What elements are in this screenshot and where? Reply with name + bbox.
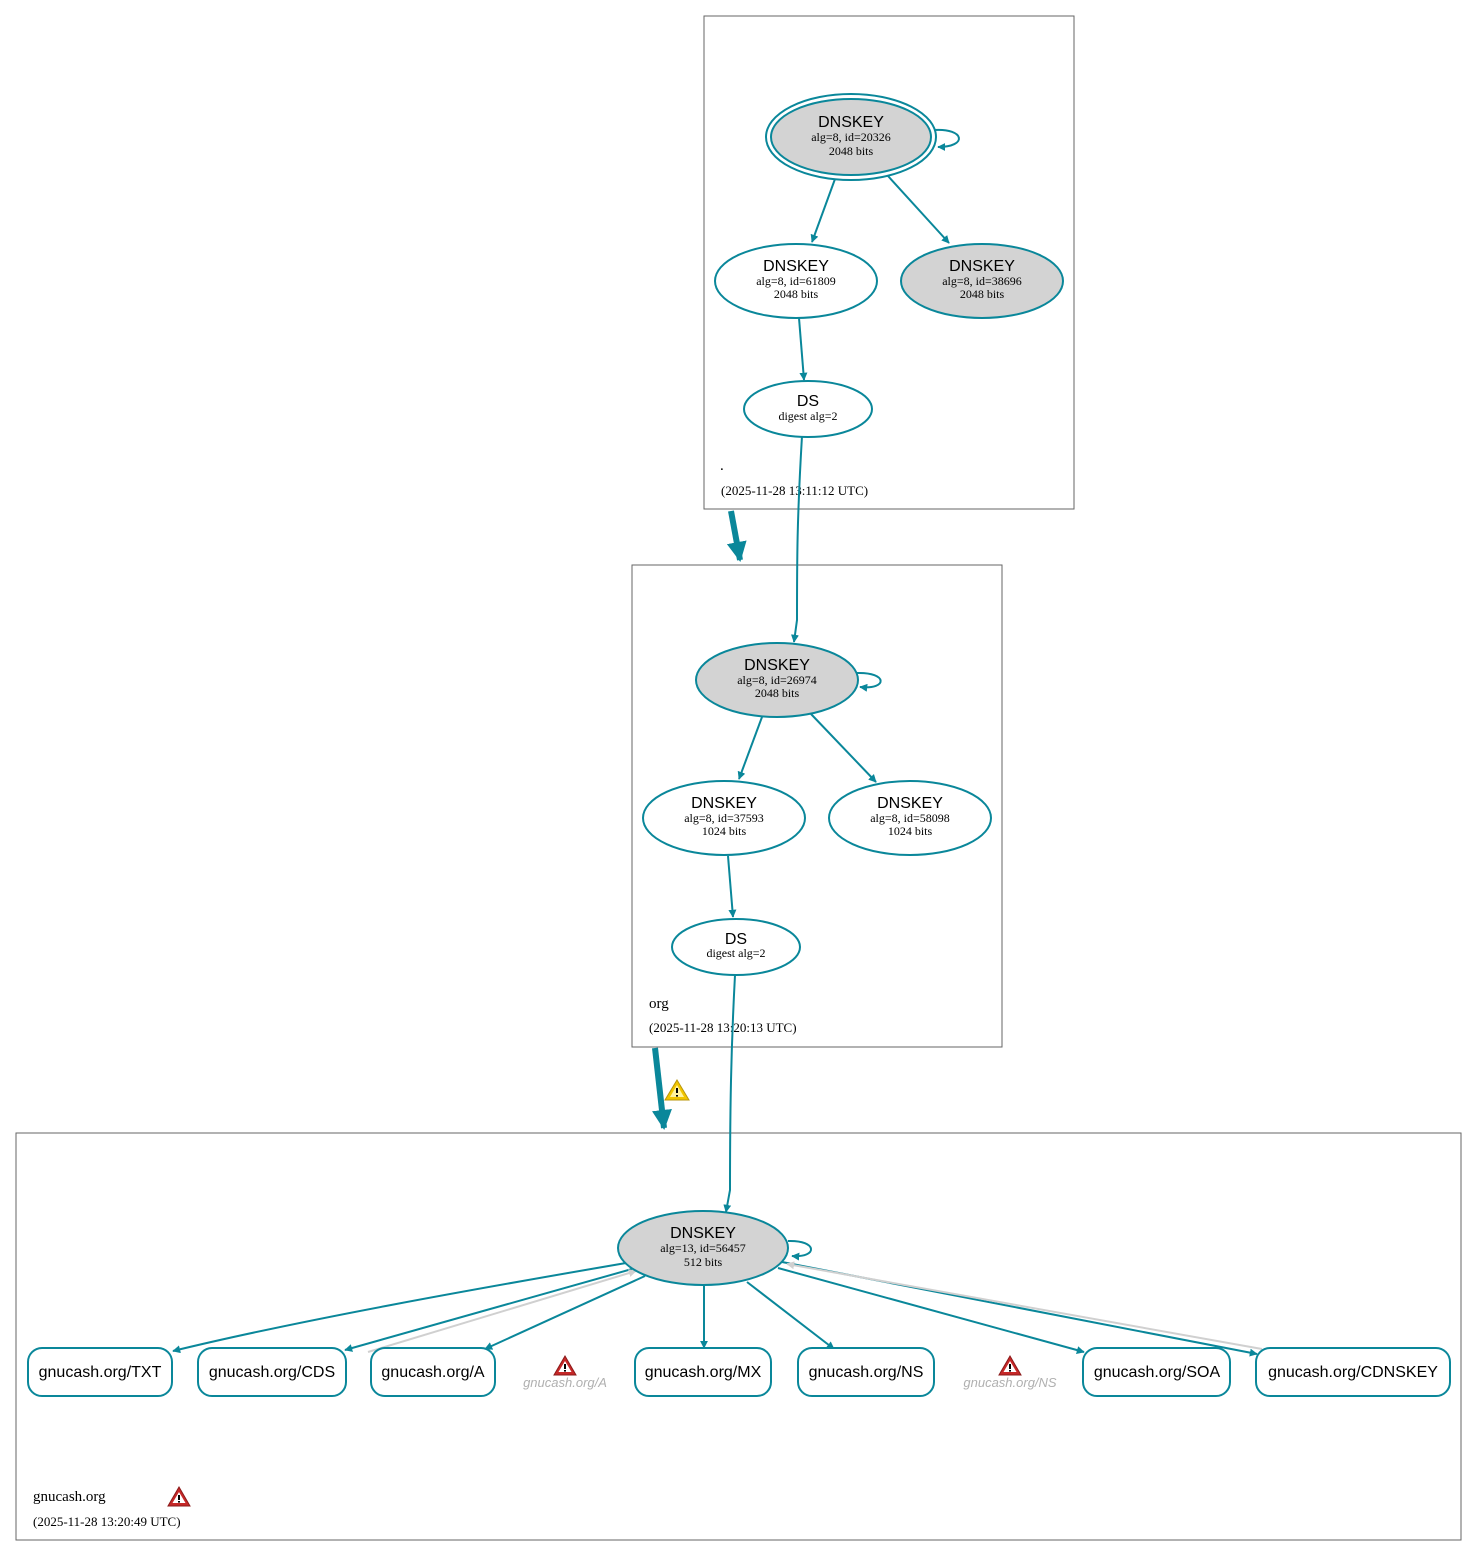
- dnskey-node-56457[interactable]: DNSKEY alg=13, id=56457 512 bits: [617, 1210, 789, 1286]
- node-size: 2048 bits: [960, 287, 1005, 301]
- delegation-org-gnucash: [652, 1047, 672, 1130]
- rrset-label: gnucash.org/A: [381, 1364, 485, 1381]
- ds-node-root[interactable]: DS digest alg=2: [743, 380, 873, 438]
- zone-gnucash: gnucash.org (2025-11-28 13:20:49 UTC): [15, 1132, 1462, 1541]
- node-title: DNSKEY: [744, 657, 810, 674]
- node-title: DS: [725, 931, 747, 948]
- zone-gnucash-timestamp: (2025-11-28 13:20:49 UTC): [33, 1514, 181, 1529]
- node-detail: digest alg=2: [706, 946, 765, 960]
- node-title: DNSKEY: [818, 114, 884, 131]
- zone-org-timestamp: (2025-11-28 13:20:13 UTC): [649, 1020, 797, 1035]
- rrset-txt[interactable]: gnucash.org/TXT: [27, 1347, 173, 1397]
- node-title: DNSKEY: [949, 258, 1015, 275]
- rrset-soa[interactable]: gnucash.org/SOA: [1082, 1347, 1231, 1397]
- node-detail: alg=8, id=37593: [684, 811, 764, 825]
- rrset-mx[interactable]: gnucash.org/MX: [634, 1347, 772, 1397]
- missing-label: gnucash.org/A: [523, 1375, 607, 1390]
- edge-key-cds: [344, 1268, 633, 1352]
- node-title: DNSKEY: [691, 795, 757, 812]
- edge-cds-key-inactive: [367, 1269, 637, 1353]
- edge-gnucash-key-self: [787, 1239, 812, 1261]
- node-size: 2048 bits: [829, 144, 874, 158]
- dnskey-node-58098[interactable]: DNSKEY alg=8, id=58098 1024 bits: [828, 780, 992, 856]
- edge-root-zsk1-ds: [798, 317, 808, 381]
- edge-root-ds-org-ksk: [791, 435, 803, 643]
- missing-a-node[interactable]: gnucash.org/A: [523, 1355, 607, 1390]
- missing-label: gnucash.org/NS: [963, 1375, 1057, 1390]
- node-title: DNSKEY: [670, 1225, 736, 1242]
- missing-ns-node[interactable]: gnucash.org/NS: [963, 1355, 1057, 1390]
- rrset-label: gnucash.org/CDNSKEY: [1268, 1364, 1438, 1381]
- rrset-cds[interactable]: gnucash.org/CDS: [197, 1347, 347, 1397]
- zone-gnucash-name: gnucash.org: [33, 1489, 106, 1505]
- zone-error-icon: [167, 1486, 191, 1507]
- rrset-label: gnucash.org/NS: [809, 1364, 924, 1381]
- error-icon: [553, 1355, 577, 1376]
- edge-key-ns: [746, 1281, 835, 1350]
- rrset-ns[interactable]: gnucash.org/NS: [797, 1347, 935, 1397]
- edge-key-soa: [777, 1267, 1085, 1354]
- dnskey-node-20326[interactable]: DNSKEY alg=8, id=20326 2048 bits: [765, 93, 937, 181]
- edge-root-ksk-self: [933, 128, 960, 151]
- rrset-label: gnucash.org/CDS: [209, 1364, 335, 1381]
- delegation-root-org: [726, 510, 747, 562]
- delegation-warning-icon: [664, 1079, 690, 1101]
- node-detail: alg=8, id=20326: [811, 130, 891, 144]
- edge-root-ksk-zsk2: [887, 175, 950, 244]
- edge-key-a: [484, 1275, 646, 1350]
- node-detail: alg=8, id=38696: [942, 274, 1022, 288]
- dnskey-node-26974[interactable]: DNSKEY alg=8, id=26974 2048 bits: [695, 642, 859, 718]
- rrset-cdnskey[interactable]: gnucash.org/CDNSKEY: [1255, 1347, 1451, 1397]
- dnskey-node-61809[interactable]: DNSKEY alg=8, id=61809 2048 bits: [714, 243, 878, 319]
- node-size: 2048 bits: [755, 686, 800, 700]
- rrset-a[interactable]: gnucash.org/A: [370, 1347, 496, 1397]
- node-detail: alg=8, id=58098: [870, 811, 950, 825]
- node-title: DNSKEY: [877, 795, 943, 812]
- zone-org-name: org: [649, 996, 669, 1012]
- edge-org-zsk1-ds: [727, 855, 737, 918]
- zone-root-timestamp: (2025-11-28 13:11:12 UTC): [721, 483, 868, 498]
- node-size: 2048 bits: [774, 287, 819, 301]
- node-title: DNSKEY: [763, 258, 829, 275]
- rrset-label: gnucash.org/MX: [645, 1364, 762, 1381]
- node-detail: alg=8, id=61809: [756, 274, 836, 288]
- zone-root-name: .: [720, 458, 724, 474]
- node-detail: alg=13, id=56457: [660, 1241, 746, 1255]
- rrset-label: gnucash.org/TXT: [39, 1364, 162, 1381]
- edge-org-ds-gnucash-key: [723, 974, 736, 1213]
- node-detail: alg=8, id=26974: [737, 673, 817, 687]
- edge-root-ksk-zsk1: [810, 178, 836, 243]
- node-title: DS: [797, 393, 819, 410]
- rrset-label: gnucash.org/SOA: [1094, 1364, 1221, 1381]
- error-icon: [998, 1355, 1022, 1376]
- dnskey-node-38696[interactable]: DNSKEY alg=8, id=38696 2048 bits: [900, 243, 1064, 319]
- ds-node-org[interactable]: DS digest alg=2: [671, 918, 801, 976]
- node-detail: digest alg=2: [778, 409, 837, 423]
- node-size: 1024 bits: [888, 824, 933, 838]
- edge-org-ksk-zsk2: [810, 713, 877, 783]
- dnskey-node-37593[interactable]: DNSKEY alg=8, id=37593 1024 bits: [642, 780, 806, 856]
- edge-org-ksk-zsk1: [737, 716, 763, 780]
- node-size: 1024 bits: [702, 824, 747, 838]
- node-size: 512 bits: [684, 1255, 723, 1269]
- edge-org-ksk-self: [856, 671, 882, 692]
- edge-cdnskey-key-inactive: [786, 1261, 1263, 1350]
- edge-key-txt: [172, 1262, 627, 1354]
